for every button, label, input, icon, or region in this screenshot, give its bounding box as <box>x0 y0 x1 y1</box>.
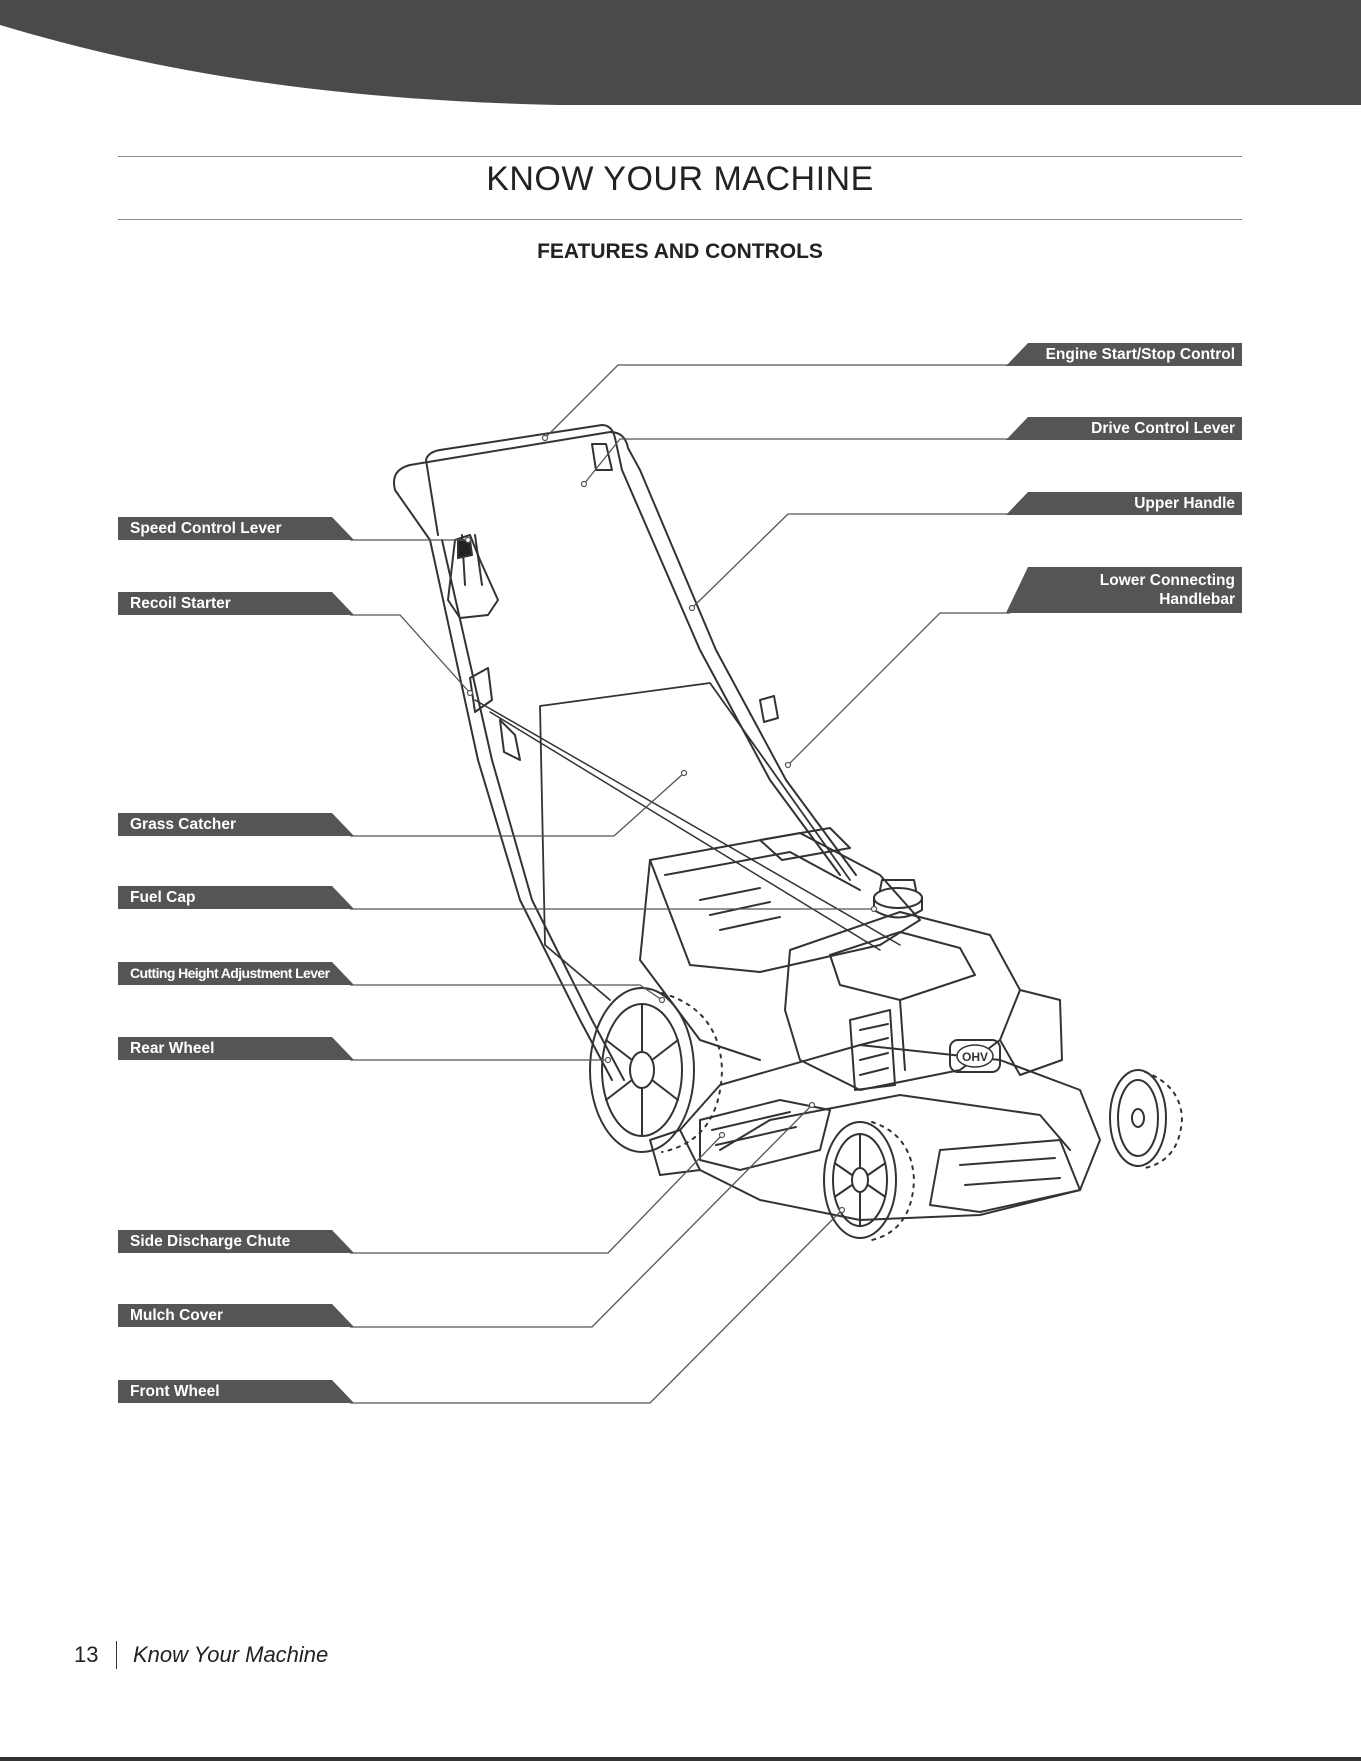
label-grass-catcher: Grass Catcher <box>118 813 354 836</box>
engine-block <box>785 912 1062 1090</box>
page-number: 13 <box>74 1642 98 1668</box>
label-rear-wheel: Rear Wheel <box>118 1037 354 1060</box>
label-mulch-cover: Mulch Cover <box>118 1304 354 1327</box>
leader-lower-handlebar <box>788 613 1010 765</box>
leader-upper-handle <box>692 514 1010 608</box>
recoil-rope-2 <box>490 712 880 950</box>
label-cutting-height-adjustment-lever: Cutting Height Adjustment Lever <box>118 962 354 985</box>
label-engine-start-stop-control: Engine Start/Stop Control <box>1006 343 1242 366</box>
leader-recoil-starter <box>350 615 470 693</box>
label-upper-handle: Upper Handle <box>1006 492 1242 515</box>
front-wheel-shape <box>824 1122 914 1240</box>
footer-divider <box>116 1641 117 1669</box>
leader-cutting-height <box>350 985 662 1000</box>
label-drive-control-lever: Drive Control Lever <box>1006 417 1242 440</box>
footer-section-title: Know Your Machine <box>133 1642 328 1668</box>
recoil-rope <box>475 700 900 945</box>
engine-badge-text: OHV <box>962 1050 988 1064</box>
far-front-wheel-shape <box>1110 1070 1182 1168</box>
leader-front-wheel <box>350 1210 842 1403</box>
label-lower-connecting-handlebar: Lower Connecting Handlebar <box>1006 567 1242 613</box>
leader-engine-start-stop <box>545 365 1010 438</box>
label-recoil-starter: Recoil Starter <box>118 592 354 615</box>
bottom-rule <box>0 1757 1361 1761</box>
label-front-wheel: Front Wheel <box>118 1380 354 1403</box>
leader-drive-control <box>584 439 1010 484</box>
leader-grass-catcher <box>350 773 684 836</box>
rear-wheel-shape <box>590 988 722 1152</box>
label-fuel-cap: Fuel Cap <box>118 886 354 909</box>
leader-side-discharge <box>350 1135 722 1253</box>
grass-catcher-outline <box>540 683 850 1000</box>
label-side-discharge-chute: Side Discharge Chute <box>118 1230 354 1253</box>
label-speed-control-lever: Speed Control Lever <box>118 517 354 540</box>
